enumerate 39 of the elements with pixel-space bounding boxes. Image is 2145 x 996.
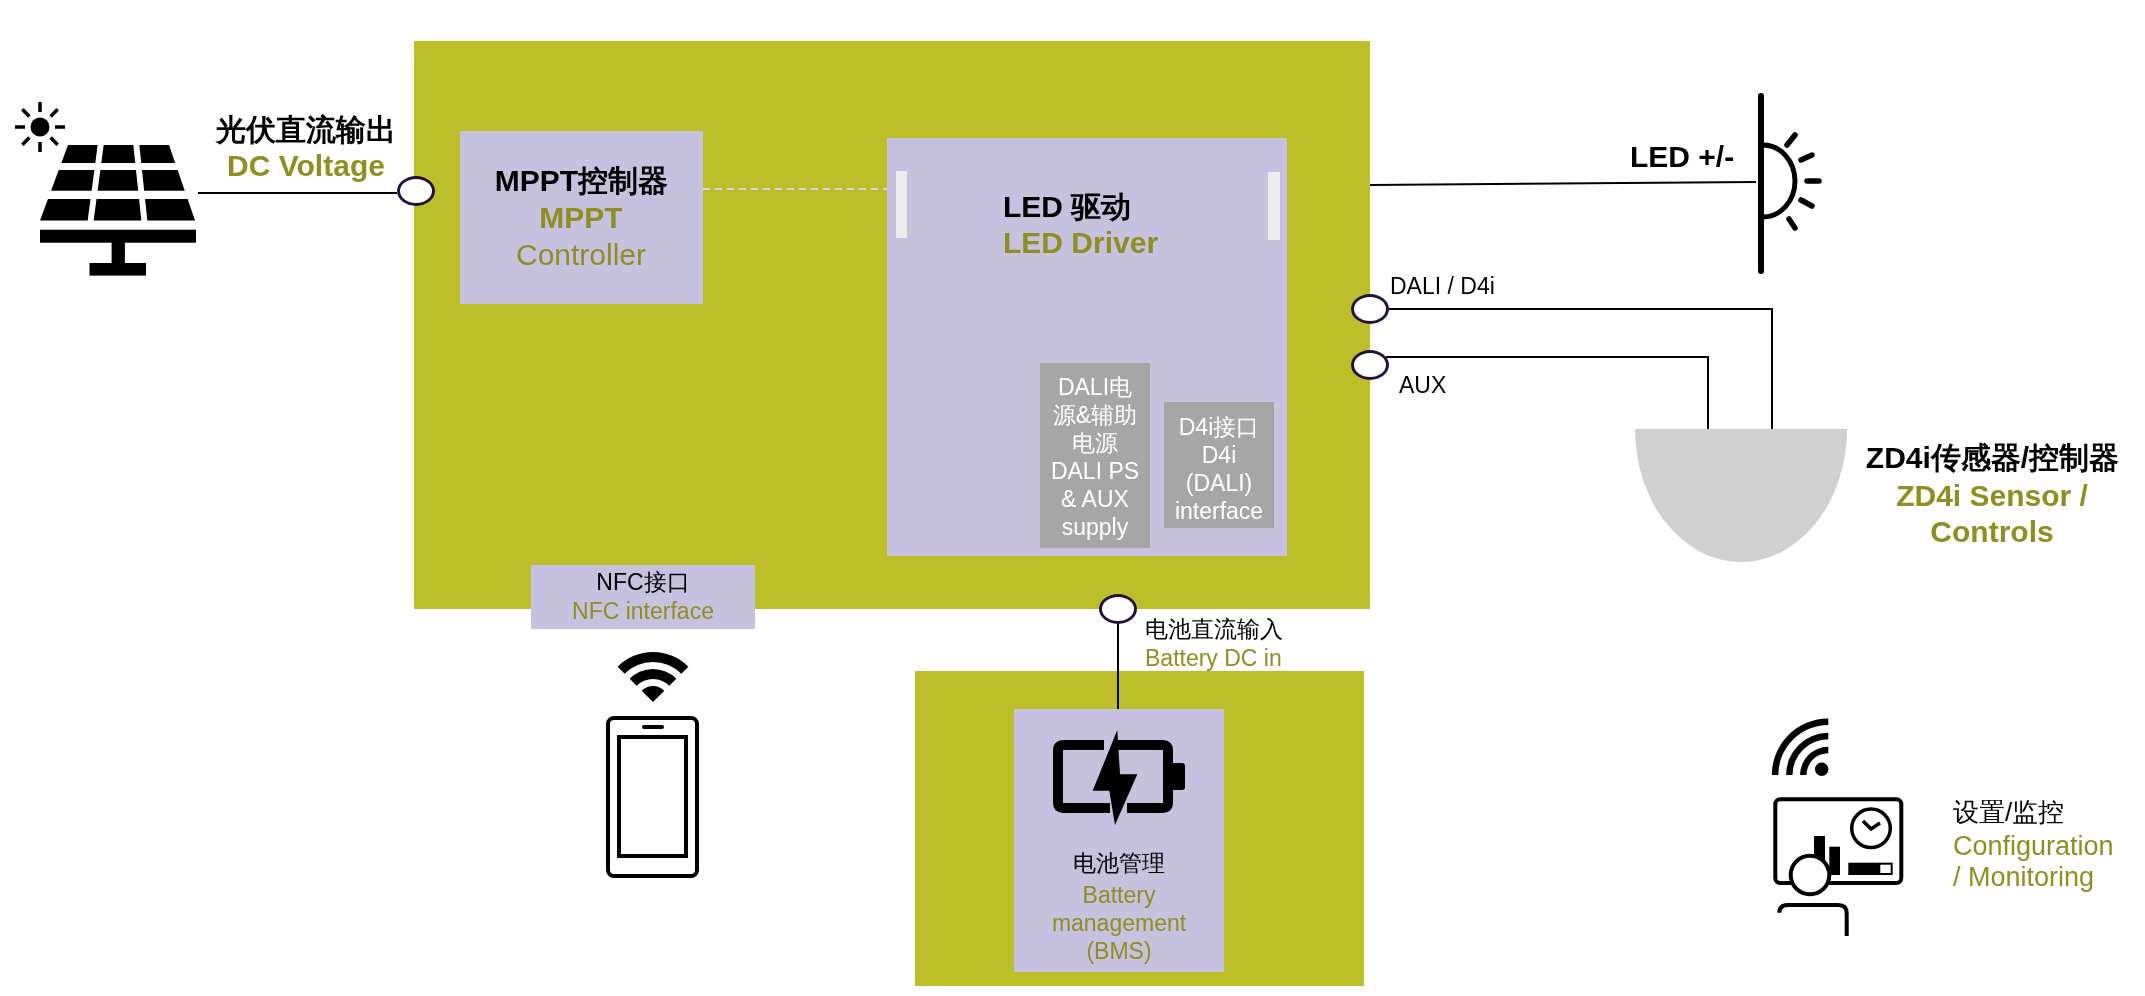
component-block xyxy=(887,138,1287,556)
block-title: 电池管理 xyxy=(1072,849,1166,877)
connector-line xyxy=(1369,181,1757,186)
battery-panel xyxy=(915,671,1364,986)
port-label: 电池直流输入 xyxy=(1145,615,1284,643)
component-block xyxy=(1164,402,1274,528)
port-label: DC Voltage xyxy=(226,148,386,184)
port-circle xyxy=(1351,294,1389,324)
block-subtitle: MPPT Controller xyxy=(514,200,648,273)
edge-label: LED +/- xyxy=(1630,139,1736,175)
lamp-icon xyxy=(1756,90,1824,276)
block-title: LED 驱动 xyxy=(1003,189,1133,225)
block-subtitle: DALI PS & AUX supply xyxy=(1049,457,1141,541)
block-subtitle: D4i (DALI) interface xyxy=(1173,441,1265,525)
component-block xyxy=(1040,363,1150,548)
connector-line xyxy=(197,192,398,194)
connector-line xyxy=(1385,356,1709,430)
block-subtitle: NFC interface xyxy=(571,597,715,626)
connector-line xyxy=(1117,623,1119,710)
port-label: 光伏直流输出 xyxy=(214,112,397,148)
block-title: D4i接口 xyxy=(1177,413,1261,441)
block-subtitle: LED Driver xyxy=(1003,225,1160,261)
caption-text: 设置/监控 xyxy=(1953,796,2066,828)
block-subtitle: Battery management (BMS) xyxy=(1050,881,1188,965)
connector-line xyxy=(1388,308,1773,430)
port-circle xyxy=(397,176,435,206)
component-block xyxy=(1014,709,1224,972)
block-subtitle: ZD4i Sensor / Controls xyxy=(1895,478,2089,550)
block-title: DALI电源&辅助电源 xyxy=(1051,373,1139,457)
block-title: ZD4i传感器/控制器 xyxy=(1864,440,2121,476)
block-title: NFC接口 xyxy=(595,568,691,597)
port-label: AUX xyxy=(1399,371,1448,399)
port-label: Battery DC in xyxy=(1145,646,1283,670)
caption-text: Configuration / Monitoring xyxy=(1953,831,2115,893)
component-block xyxy=(460,131,703,304)
port-label: DALI / D4i xyxy=(1390,272,1496,300)
component-block xyxy=(531,565,755,629)
connector-line xyxy=(702,188,888,190)
block-title: MPPT控制器 xyxy=(493,163,670,199)
